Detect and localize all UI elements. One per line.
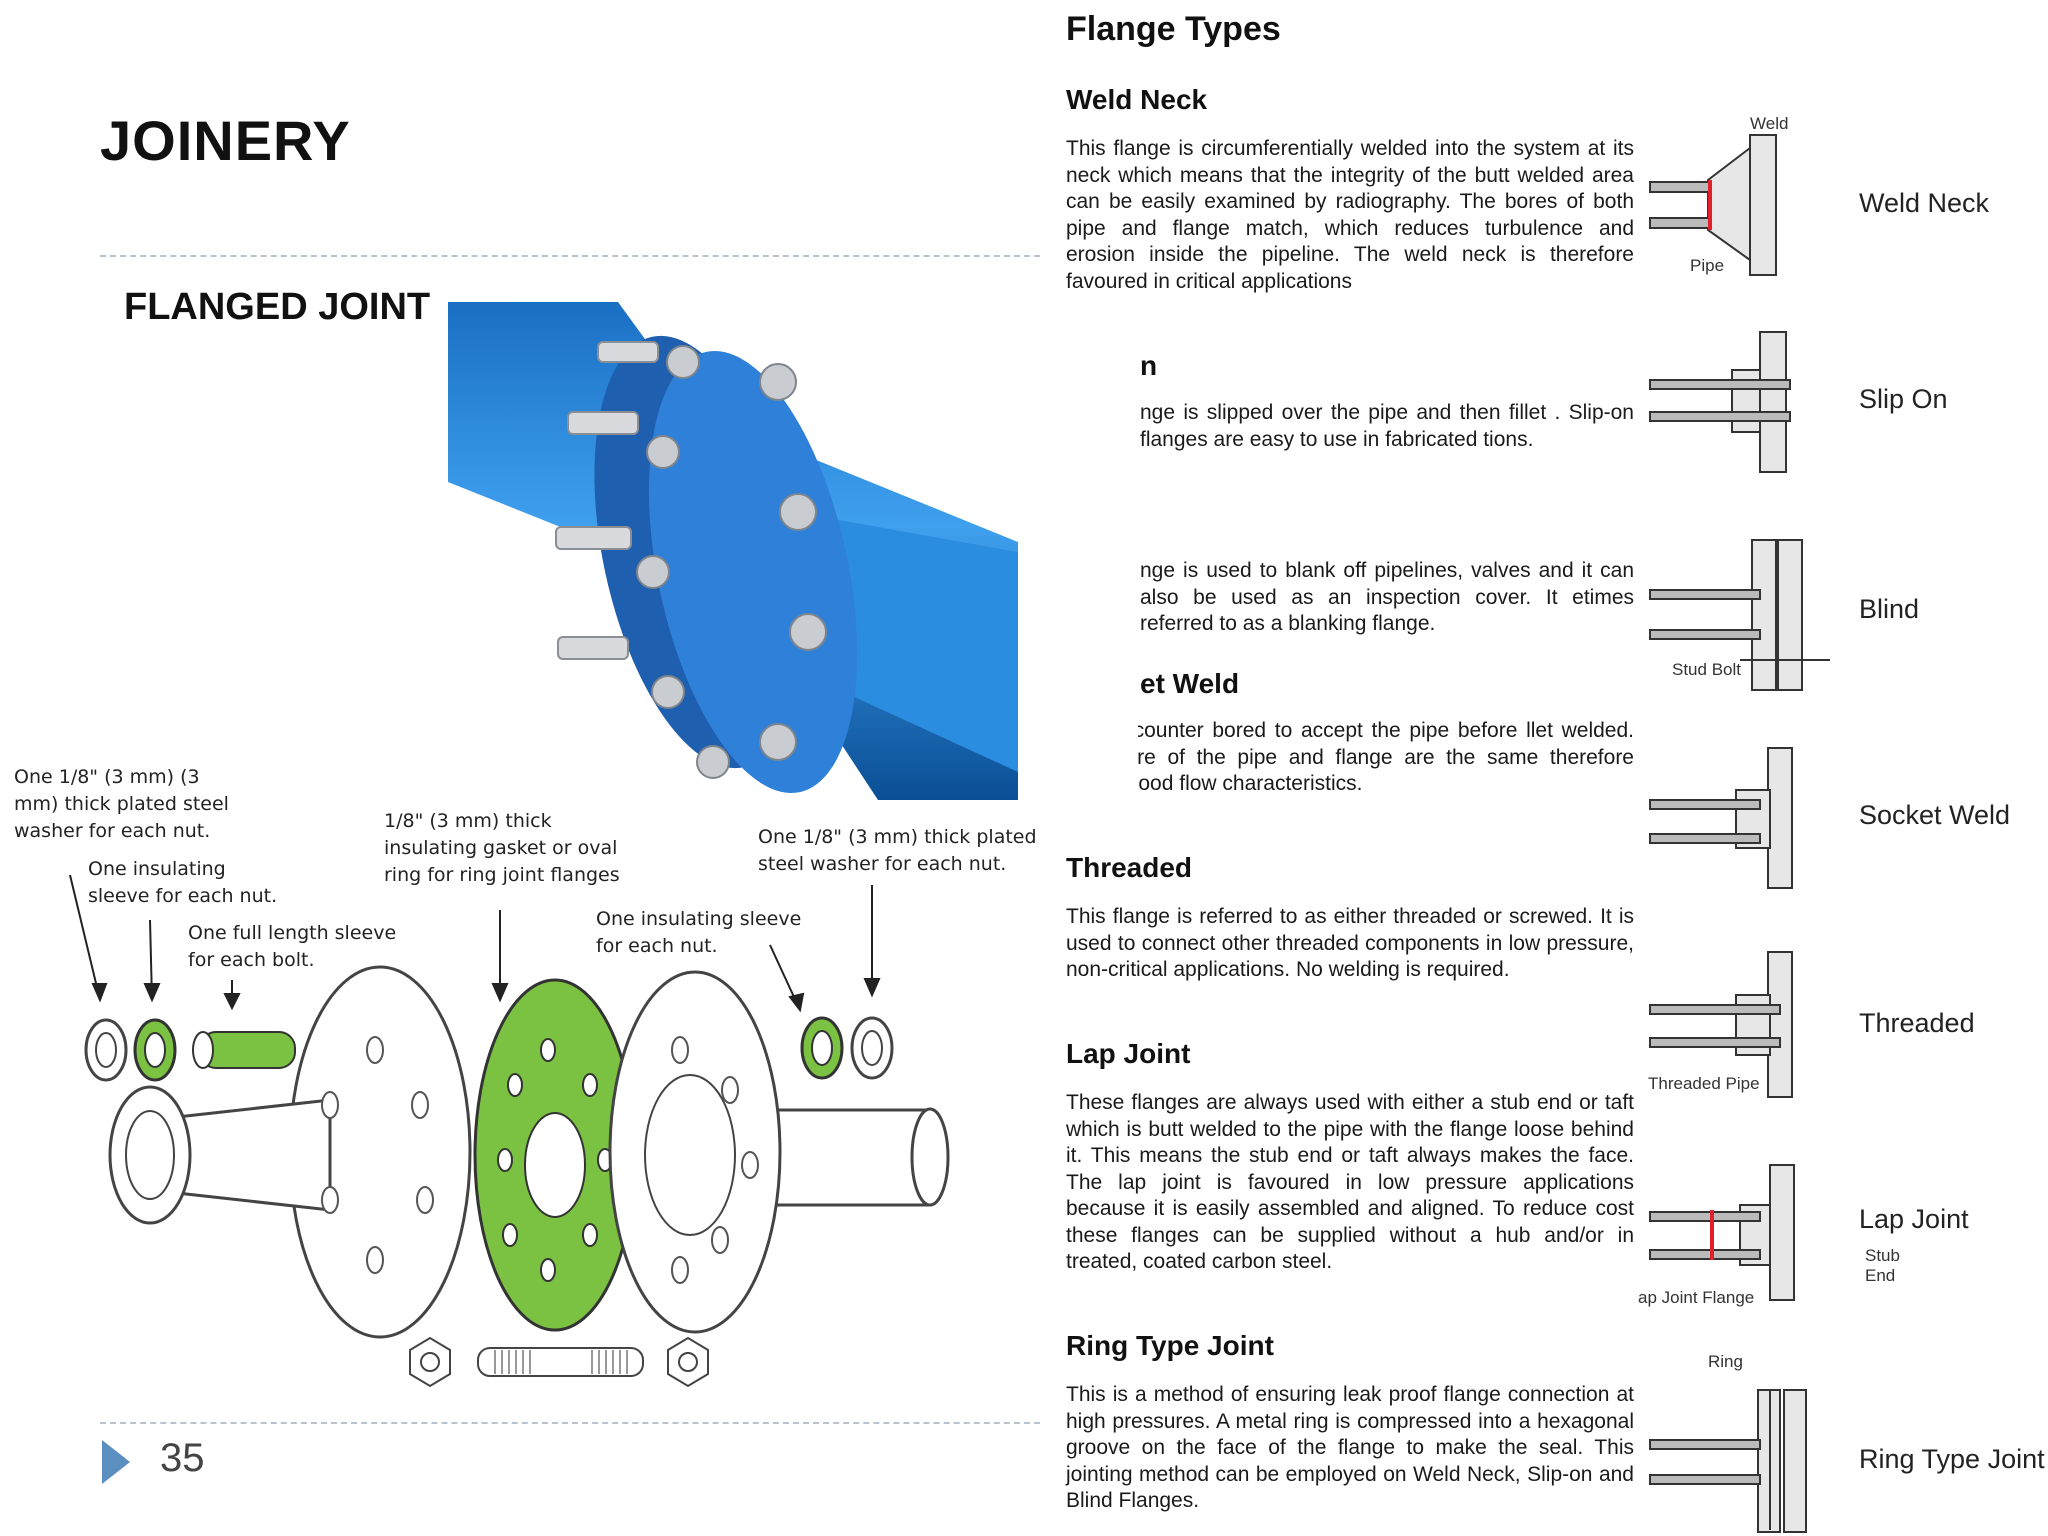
diagram-label-socket-weld: Socket Weld (1859, 800, 2011, 830)
bottom-divider (100, 1422, 1040, 1424)
section-heading-lap-joint: Lap Joint (1066, 1038, 1191, 1069)
slide-title: JOINERY (100, 109, 351, 172)
flanged-joint-photo (448, 302, 1018, 800)
blind-drawing (1649, 539, 1830, 691)
threaded-drawing (1649, 951, 1793, 1098)
part-label-weld: Weld (1750, 114, 1789, 133)
part-label-ring: Ring (1708, 1352, 1743, 1371)
callout-arrows (69, 874, 881, 1013)
exploded-joint-diagram (69, 874, 950, 1388)
section-text-slip-on: nge is slipped over the pipe and then fi… (1140, 401, 1634, 451)
ring-type-joint-drawing (1649, 1389, 1807, 1533)
slide-arrow-icon (102, 1440, 130, 1484)
flange-right (648, 351, 858, 793)
bolt-ends (555, 341, 659, 660)
section-text-blind: nge is used to blank off pipelines, valv… (1140, 559, 1634, 635)
stud-and-nuts (409, 1336, 709, 1388)
insulating-sleeve-right (800, 1016, 844, 1080)
cropped-margin (1064, 716, 1138, 798)
diagram-label-lap-joint: Lap Joint (1859, 1204, 1969, 1234)
diagram-label-slip-on: Slip On (1859, 384, 1948, 414)
section-heading-threaded: Threaded (1066, 852, 1193, 883)
slip-on-drawing (1649, 331, 1791, 473)
section-text-ring-type-joint: This is a method of ensuring leak proof … (1066, 1383, 1634, 1512)
callout-gasket: 1/8" (3 mm) thick insulating gasket or o… (384, 810, 620, 886)
washer-right (850, 1016, 894, 1080)
slide-number: 35 (160, 1436, 205, 1480)
diagram-label-blind: Blind (1859, 594, 1920, 624)
section-text-socket-weld: nge is counter bored to accept the pipe … (1066, 719, 1634, 795)
part-label-pipe: Pipe (1690, 256, 1725, 275)
section-text-lap-joint: These flanges are always used with eithe… (1066, 1091, 1634, 1273)
flange-section-drawings (1649, 134, 1830, 1533)
part-label-lap-joint-flange: ap Joint Flange (1638, 1288, 1755, 1307)
bolt-sleeve (192, 1031, 296, 1069)
section-text-weld-neck: This flange is circumferentially welded … (1066, 137, 1634, 293)
insulating-sleeve-left (133, 1018, 177, 1082)
callout-sleeve-right: One insulating sleeve for each nut. (596, 908, 802, 957)
callout-sleeve-left: One insulating sleeve for each nut. (88, 858, 278, 907)
flange-right-drawing (608, 970, 950, 1334)
lap-joint-drawing (1649, 1164, 1795, 1301)
callout-washer-right: One 1/8" (3 mm) thick plated steel washe… (758, 826, 1037, 875)
bolt-heads (636, 345, 827, 779)
part-label-stub-end: Stub End (1865, 1246, 1900, 1285)
slide-subtitle: FLANGED JOINT (124, 286, 431, 328)
flange-types-title: Flange Types (1066, 10, 1281, 48)
diagram-label-ring-type-joint: Ring Type Joint (1859, 1444, 2045, 1474)
weld-neck-drawing (1649, 134, 1777, 276)
section-heading-weld-neck: Weld Neck (1066, 84, 1208, 115)
washer-left (84, 1018, 128, 1082)
diagram-label-weld-neck: Weld Neck (1859, 188, 1990, 218)
flange-left-drawing (108, 965, 472, 1339)
callout-bolt-sleeve: One full length sleeve for each bolt. (188, 922, 397, 971)
part-label-stud-bolt: Stud Bolt (1672, 660, 1741, 679)
flange-types-panel: Flange Types Weld Neck This flange is ci… (1050, 0, 2048, 1536)
top-divider (100, 255, 1040, 257)
section-heading-ring-type-joint: Ring Type Joint (1066, 1330, 1274, 1361)
section-text-threaded: This flange is referred to as either thr… (1066, 905, 1634, 981)
part-label-threaded-pipe: Threaded Pipe (1648, 1074, 1760, 1093)
callout-washer-left: One 1/8" (3 mm) (3 mm) thick plated stee… (14, 766, 229, 842)
section-heading-socket-weld: et Weld (1140, 668, 1240, 699)
gasket (473, 978, 637, 1332)
section-heading-slip-on: n (1140, 350, 1158, 381)
socket-weld-drawing (1649, 747, 1793, 889)
diagram-label-threaded: Threaded (1859, 1008, 1975, 1038)
